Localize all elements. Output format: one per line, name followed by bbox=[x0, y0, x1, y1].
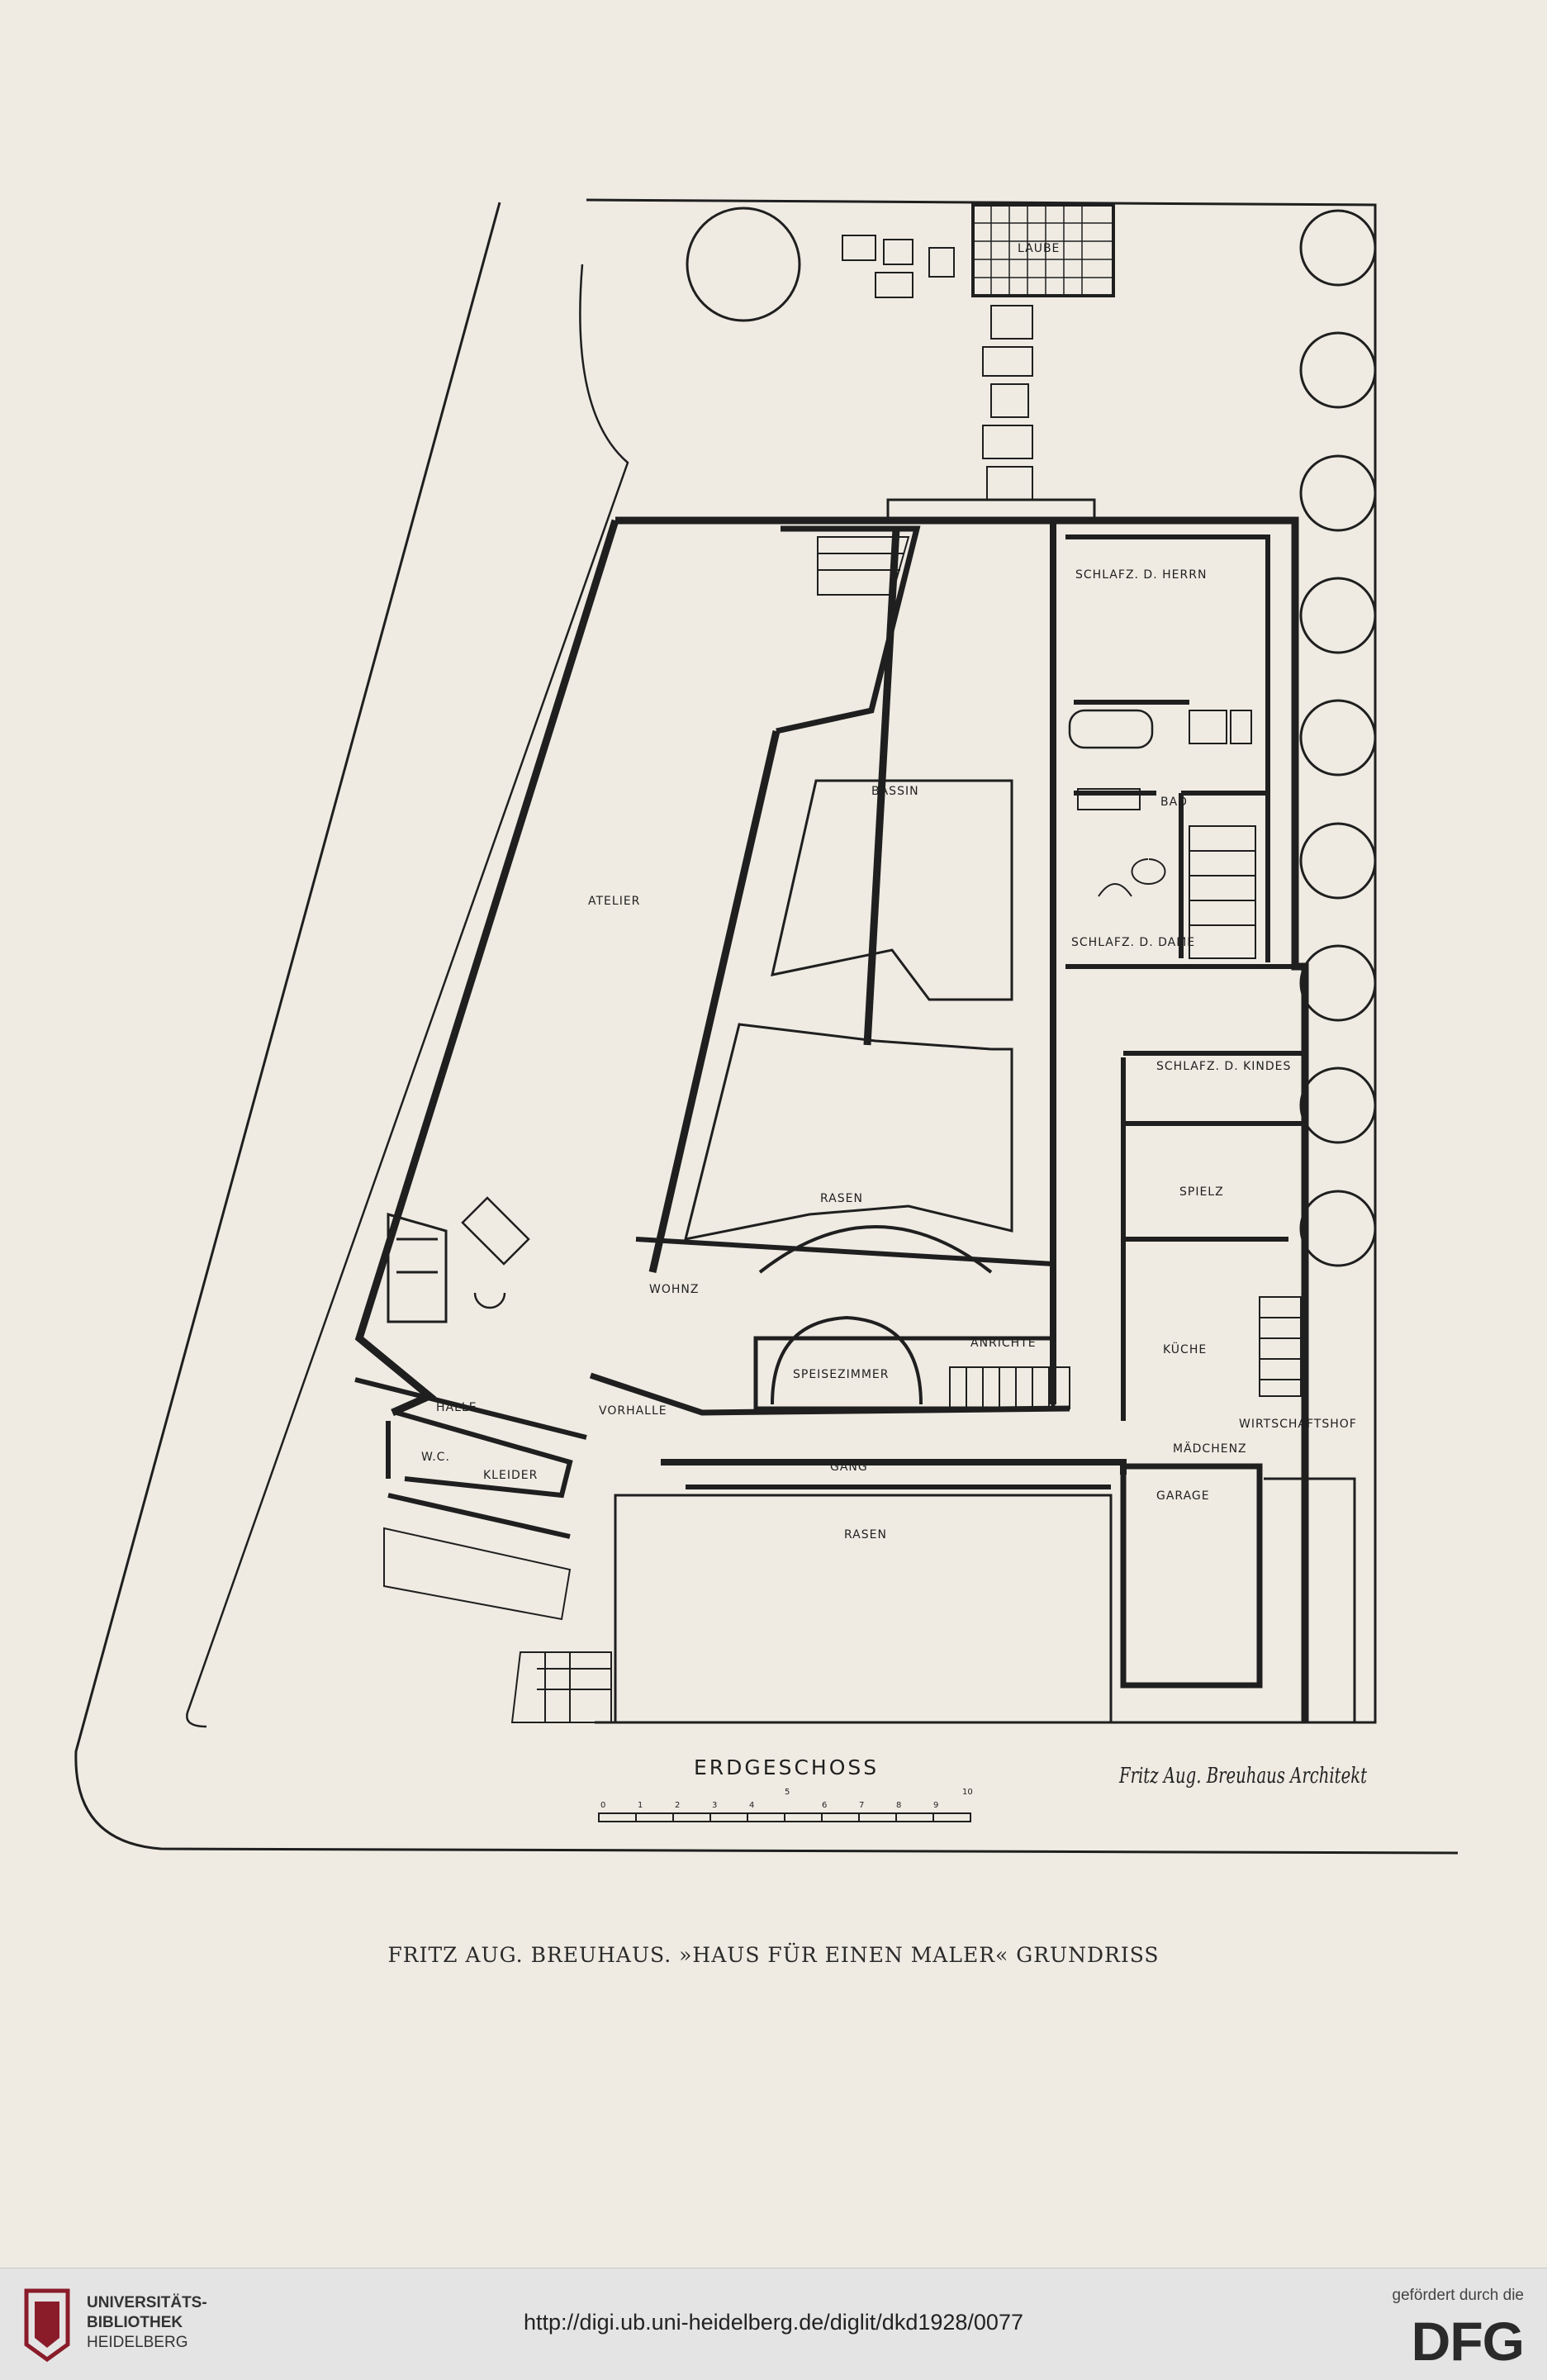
floor-plan: LAUBE SCHLAFZ. D. HERRN BASSIN BAD SCHLA… bbox=[74, 198, 1459, 1855]
paving-lower bbox=[510, 1651, 612, 1723]
label-schlafz-dame: SCHLAFZ. D. DAME bbox=[1071, 936, 1195, 949]
rasen-bottom bbox=[614, 1494, 1113, 1724]
label-rasen-bottom: RASEN bbox=[844, 1528, 887, 1542]
label-bad: BAD bbox=[1160, 796, 1188, 809]
document-url-link[interactable]: http://digi.ub.uni-heidelberg.de/diglit/… bbox=[524, 2310, 1023, 2335]
court-wall-bottom bbox=[635, 1237, 1054, 1266]
label-laube: LAUBE bbox=[1018, 242, 1060, 255]
tree bbox=[1299, 699, 1377, 777]
architect-signature: Fritz Aug. Breuhaus Architekt bbox=[1118, 1764, 1367, 1789]
scale-tick: 10 bbox=[962, 1788, 973, 1797]
scale-tick: 9 bbox=[933, 1801, 938, 1810]
dfg-logo[interactable]: DFG bbox=[1411, 2311, 1525, 2372]
stair-kitchen bbox=[1259, 1296, 1302, 1397]
stair-terrace bbox=[817, 536, 910, 596]
label-schlafz-kindes: SCHLAFZ. D. KINDES bbox=[1156, 1060, 1291, 1073]
scale-tick: 7 bbox=[859, 1801, 864, 1810]
wohnz-bay bbox=[758, 1225, 993, 1274]
halle-block bbox=[354, 1377, 587, 1539]
street-curve bbox=[74, 202, 1459, 1855]
label-gang: GANG bbox=[830, 1461, 868, 1474]
garden-path bbox=[186, 264, 629, 1728]
scale-tick: 4 bbox=[749, 1801, 754, 1810]
label-kleider: KLEIDER bbox=[483, 1469, 538, 1482]
speisezimmer-oval bbox=[771, 1315, 923, 1405]
hall-fireplace bbox=[387, 1213, 448, 1323]
stepping-stones bbox=[842, 235, 1033, 501]
page-caption: FRITZ AUG. BREUHAUS. »HAUS FÜR EINEN MAL… bbox=[387, 1943, 1160, 1967]
scale-bar bbox=[598, 1812, 971, 1822]
label-atelier: ATELIER bbox=[588, 895, 640, 908]
label-vorhalle: VORHALLE bbox=[599, 1404, 667, 1418]
label-wohnz: WOHNZ bbox=[649, 1283, 699, 1296]
bath-fixtures bbox=[1098, 710, 1252, 897]
tree bbox=[1299, 944, 1377, 1022]
tree bbox=[1299, 822, 1377, 900]
label-maedchenz: MÄDCHENZ bbox=[1173, 1441, 1247, 1456]
tree bbox=[1299, 331, 1377, 409]
vorhalle-wall bbox=[589, 1372, 1070, 1416]
tree bbox=[1299, 1190, 1377, 1267]
label-speisezimmer: SPEISEZIMMER bbox=[793, 1368, 890, 1381]
wirtschaftshof bbox=[1264, 1477, 1356, 1722]
bathtub bbox=[1068, 709, 1154, 749]
funding-note: gefördert durch die bbox=[1392, 2287, 1525, 2304]
university-seal-icon[interactable] bbox=[18, 2287, 76, 2363]
gang-wall-top bbox=[661, 1459, 1127, 1475]
scale-tick: 2 bbox=[675, 1801, 680, 1810]
scale-tick: 3 bbox=[712, 1801, 717, 1810]
scanned-page: LAUBE SCHLAFZ. D. HERRN BASSIN BAD SCHLA… bbox=[74, 198, 1459, 1967]
court-rasen bbox=[683, 1023, 1013, 1241]
atelier-wall-upper bbox=[776, 525, 921, 734]
label-spielz: SPIELZ bbox=[1179, 1185, 1224, 1199]
label-wc: W.C. bbox=[421, 1451, 450, 1464]
scale-tick: 0 bbox=[600, 1801, 605, 1810]
tree-large bbox=[686, 207, 801, 322]
label-anrichte: ANRICHTE bbox=[970, 1337, 1037, 1350]
viewer-footer: UNIVERSITÄTS- BIBLIOTHEK HEIDELBERG http… bbox=[0, 2268, 1547, 2380]
label-garage: GARAGE bbox=[1156, 1489, 1210, 1503]
label-wirtschaftshof: WIRTSCHAFTSHOF bbox=[1239, 1418, 1357, 1431]
washbasin bbox=[1077, 788, 1141, 810]
institution-line: BIBLIOTHEK bbox=[87, 2314, 183, 2331]
scale-tick: 1 bbox=[638, 1801, 643, 1810]
paving-west bbox=[383, 1527, 572, 1621]
scale-ticks: 0 1 2 3 4 5 6 7 8 9 10 bbox=[600, 1788, 973, 1810]
institution-line: HEIDELBERG bbox=[87, 2334, 188, 2351]
university-name[interactable]: UNIVERSITÄTS- BIBLIOTHEK HEIDELBERG bbox=[87, 2293, 207, 2353]
scale-tick: 6 bbox=[822, 1801, 827, 1810]
stair-bedroom bbox=[1189, 825, 1256, 959]
terrace-cap bbox=[886, 498, 1096, 520]
bassin bbox=[771, 779, 1013, 1001]
label-schlafz-herrn: SCHLAFZ. D. HERRN bbox=[1075, 568, 1207, 582]
label-bassin: BASSIN bbox=[871, 785, 919, 798]
tree bbox=[1299, 209, 1377, 287]
laube-structure bbox=[971, 203, 1115, 297]
floor-title: ERDGESCHOSS bbox=[694, 1755, 879, 1779]
tree bbox=[1299, 1066, 1377, 1144]
scale-tick: 5 bbox=[785, 1788, 790, 1797]
label-kueche: KÜCHE bbox=[1163, 1342, 1207, 1356]
atelier-wall bbox=[648, 729, 781, 1274]
scale-tick: 8 bbox=[896, 1801, 901, 1810]
tree bbox=[1299, 454, 1377, 532]
laube-grid bbox=[973, 205, 1113, 296]
institution-line: UNIVERSITÄTS- bbox=[87, 2294, 207, 2311]
garage bbox=[1120, 1463, 1263, 1689]
hall-furniture bbox=[461, 1196, 530, 1309]
label-halle: HALLE bbox=[436, 1401, 477, 1414]
label-rasen-top: RASEN bbox=[820, 1192, 863, 1205]
tree bbox=[1299, 577, 1377, 654]
bedroom-wing bbox=[1065, 534, 1305, 1421]
